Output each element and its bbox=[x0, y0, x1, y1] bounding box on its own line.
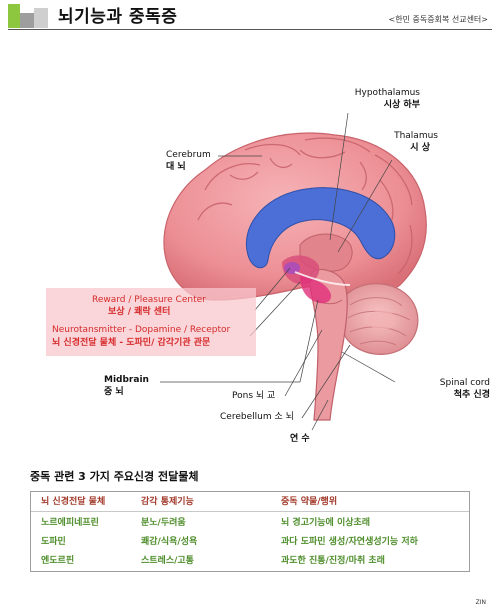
section-title: 중독 관련 3 가지 주요신경 전달물체 bbox=[30, 470, 199, 483]
label-thalamus-ko: 시 상 bbox=[410, 143, 430, 153]
label-spinal-ko: 척추 신경 bbox=[453, 390, 490, 400]
cerebellum-center bbox=[368, 310, 396, 330]
label-pons: Pons 뇌 교 bbox=[232, 391, 276, 401]
table-row: 노르에피네프린 분노/두려움 뇌 경고기능에 이상초래 bbox=[31, 513, 469, 533]
ventricle-shape bbox=[246, 187, 396, 269]
label-hypothalamus-en: Hypothalamus bbox=[354, 88, 420, 98]
neurotransmitter-table: 뇌 신경전달 물체 감각 통제기능 중독 약물/행위 노르에피네프린 분노/두려… bbox=[30, 491, 470, 572]
label-midbrain-en: Midbrain bbox=[104, 375, 149, 385]
brain-illustration bbox=[160, 112, 427, 431]
logo-light-block bbox=[34, 8, 48, 28]
label-reward-ko: 보상 / 쾌락 센터 bbox=[108, 307, 171, 317]
dopamine-pathway-shape bbox=[300, 275, 332, 304]
page-header: 뇌기능과 중독증 <한민 중독증회복 선교센터> bbox=[0, 0, 500, 30]
table-cell: 뇌 경고기능에 이상초래 bbox=[281, 518, 371, 528]
table-cell: 과다 도파민 생성/자연생성기능 저하 bbox=[281, 537, 418, 547]
label-cerebellum: Cerebellum 소 뇌 bbox=[220, 412, 294, 422]
table-row: 도파민 쾌감/식욕/성욕 과다 도파민 생성/자연생성기능 저하 bbox=[31, 532, 469, 552]
organization-name: <한민 중독증회복 선교센터> bbox=[388, 15, 488, 24]
table-header-cell: 중독 약물/행위 bbox=[281, 497, 338, 507]
white-pathway bbox=[294, 271, 351, 286]
label-medulla: 연 수 bbox=[290, 434, 310, 444]
header-divider bbox=[8, 29, 492, 30]
footer-mark: ZIN bbox=[475, 599, 486, 606]
leader-lines bbox=[160, 112, 396, 431]
label-thalamus-en: Thalamus bbox=[394, 131, 438, 141]
table-header-cell: 뇌 신경전달 물체 bbox=[41, 497, 106, 507]
label-midbrain-ko: 중 뇌 bbox=[104, 387, 124, 397]
label-neurotransmitter-ko: 뇌 신경전달 물체 - 도파민/ 감각기관 관문 bbox=[52, 338, 211, 348]
label-neurotransmitter-en: Neurotansmitter - Dopamine / Receptor bbox=[52, 325, 231, 335]
table-header-cell: 감각 통제기능 bbox=[141, 497, 194, 507]
label-cerebrum-en: Cerebrum bbox=[166, 150, 211, 160]
table-cell: 분노/두려움 bbox=[141, 518, 186, 528]
table-cell: 노르에피네프린 bbox=[41, 518, 99, 528]
gyri-folds bbox=[197, 137, 413, 275]
reward-highlight-box bbox=[46, 288, 256, 356]
label-cerebrum-ko: 대 뇌 bbox=[166, 162, 186, 172]
label-hypothalamus-ko: 시상 하부 bbox=[383, 100, 420, 110]
table-cell: 도파민 bbox=[41, 537, 66, 547]
table-cell: 엔도르핀 bbox=[41, 556, 75, 566]
label-spinal-en: Spinal cord bbox=[439, 378, 490, 388]
table-cell: 과도한 진통/진정/마취 초래 bbox=[281, 556, 385, 566]
logo-gray-block bbox=[20, 13, 34, 28]
table-cell: 스트레스/고통 bbox=[141, 556, 194, 566]
page-title: 뇌기능과 중독증 bbox=[58, 7, 178, 27]
receptor-shape bbox=[284, 262, 300, 274]
label-reward-en: Reward / Pleasure Center bbox=[92, 295, 206, 305]
table-cell: 쾌감/식욕/성욕 bbox=[141, 537, 198, 547]
logo-green-block bbox=[8, 4, 20, 28]
table-header-row: 뇌 신경전달 물체 감각 통제기능 중독 약물/행위 bbox=[31, 492, 469, 512]
table-row: 엔도르핀 스트레스/고통 과도한 진통/진정/마취 초래 bbox=[31, 551, 469, 571]
